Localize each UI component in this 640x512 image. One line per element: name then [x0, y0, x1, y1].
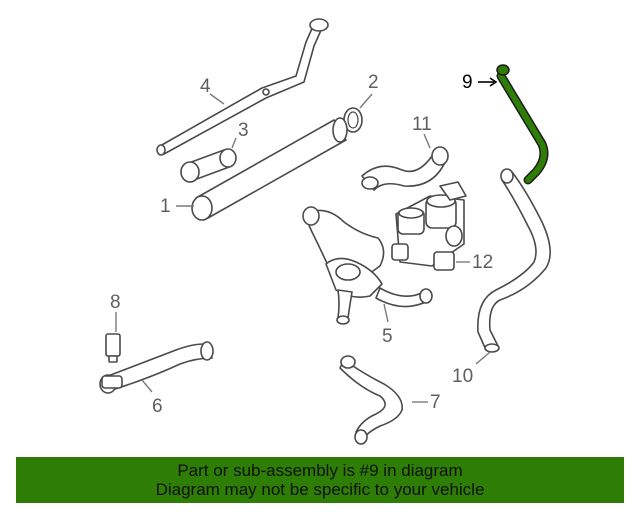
part-9-hose-highlighted[interactable] [496, 64, 549, 185]
part-3-sleeve[interactable] [180, 148, 237, 183]
banner-line-disclaimer: Diagram may not be specific to your vehi… [155, 480, 485, 499]
part-12-valve-block[interactable] [391, 181, 467, 271]
leader-lines [115, 77, 498, 403]
part-8-sensor[interactable] [105, 333, 121, 363]
callout-1: 1 [160, 196, 171, 217]
callout-5: 5 [382, 326, 393, 347]
callout-6: 6 [152, 396, 163, 417]
part-5-housing-hose[interactable] [302, 206, 433, 325]
part-6-hose[interactable] [99, 341, 214, 394]
callout-4: 4 [200, 76, 211, 97]
callout-8: 8 [110, 292, 121, 313]
part-11-hose[interactable] [361, 146, 449, 191]
info-banner: Part or sub-assembly is #9 in diagram Di… [16, 457, 624, 503]
callout-7: 7 [430, 392, 441, 413]
callout-10: 10 [452, 366, 473, 387]
callout-2: 2 [368, 72, 379, 93]
part-10-hose[interactable] [477, 168, 551, 353]
callout-3: 3 [238, 120, 249, 141]
callout-12: 12 [472, 252, 493, 273]
part-1-pipe[interactable] [191, 117, 348, 221]
part-7-hose[interactable] [339, 355, 403, 445]
part-2-seal-ring[interactable] [343, 107, 363, 133]
part-4-pipe[interactable] [156, 18, 329, 156]
banner-line-part: Part or sub-assembly is #9 in diagram [177, 461, 463, 480]
callout-11: 11 [412, 114, 432, 135]
parts-diagram: 4 3 1 2 11 12 5 10 8 6 7 9 [99, 18, 551, 445]
callout-9: 9 [462, 72, 473, 93]
